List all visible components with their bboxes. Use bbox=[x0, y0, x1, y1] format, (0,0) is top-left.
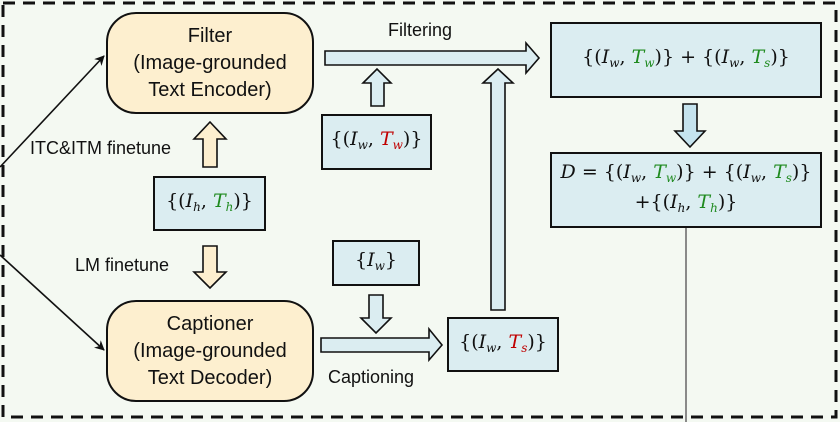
lm-arrow bbox=[192, 245, 228, 290]
web-data-arrow bbox=[361, 67, 393, 107]
arrow-to-filter bbox=[0, 55, 105, 168]
itc-itm-label: ITC&ITM finetune bbox=[30, 138, 172, 158]
filter-model: Filter (Image-grounded Text Encoder) bbox=[106, 12, 314, 114]
human-data-box: {(Ih, Th)} bbox=[153, 176, 266, 231]
filter-subtitle-1: (Image-grounded bbox=[133, 51, 287, 74]
lm-finetune-label: LM finetune bbox=[75, 255, 170, 275]
web-data-box: {(Iw, Tw)} bbox=[321, 114, 432, 170]
itc-itm-arrow bbox=[192, 120, 228, 168]
web-images-arrow bbox=[359, 294, 393, 335]
filter-title: Filter bbox=[187, 24, 233, 47]
filtered-data-box: {(Iw, Tw)} + {(Iw, Ts)} bbox=[550, 22, 822, 98]
captioner-subtitle-2: Text Decoder) bbox=[147, 366, 273, 389]
dataset-box: D = {(Iw, Tw)} + {(Iw, Ts)} +{(Ih, Th)} bbox=[550, 152, 822, 228]
filtering-label: Filtering bbox=[388, 20, 453, 40]
synthetic-data-box: {(Iw, Ts)} bbox=[447, 317, 559, 372]
filtering-arrow bbox=[324, 40, 541, 76]
captioner-title: Captioner bbox=[166, 312, 254, 335]
captioning-arrow bbox=[320, 326, 444, 363]
captioner-model: Captioner (Image-grounded Text Decoder) bbox=[106, 300, 314, 402]
synthetic-data-arrow bbox=[480, 67, 516, 311]
dataset-arrow bbox=[673, 103, 707, 149]
arrow-to-captioner bbox=[0, 254, 105, 351]
captioning-label: Captioning bbox=[328, 367, 415, 387]
web-images-box: {Iw} bbox=[332, 240, 420, 286]
filter-subtitle-2: Text Encoder) bbox=[148, 78, 272, 101]
captioner-subtitle-1: (Image-grounded bbox=[133, 339, 287, 362]
